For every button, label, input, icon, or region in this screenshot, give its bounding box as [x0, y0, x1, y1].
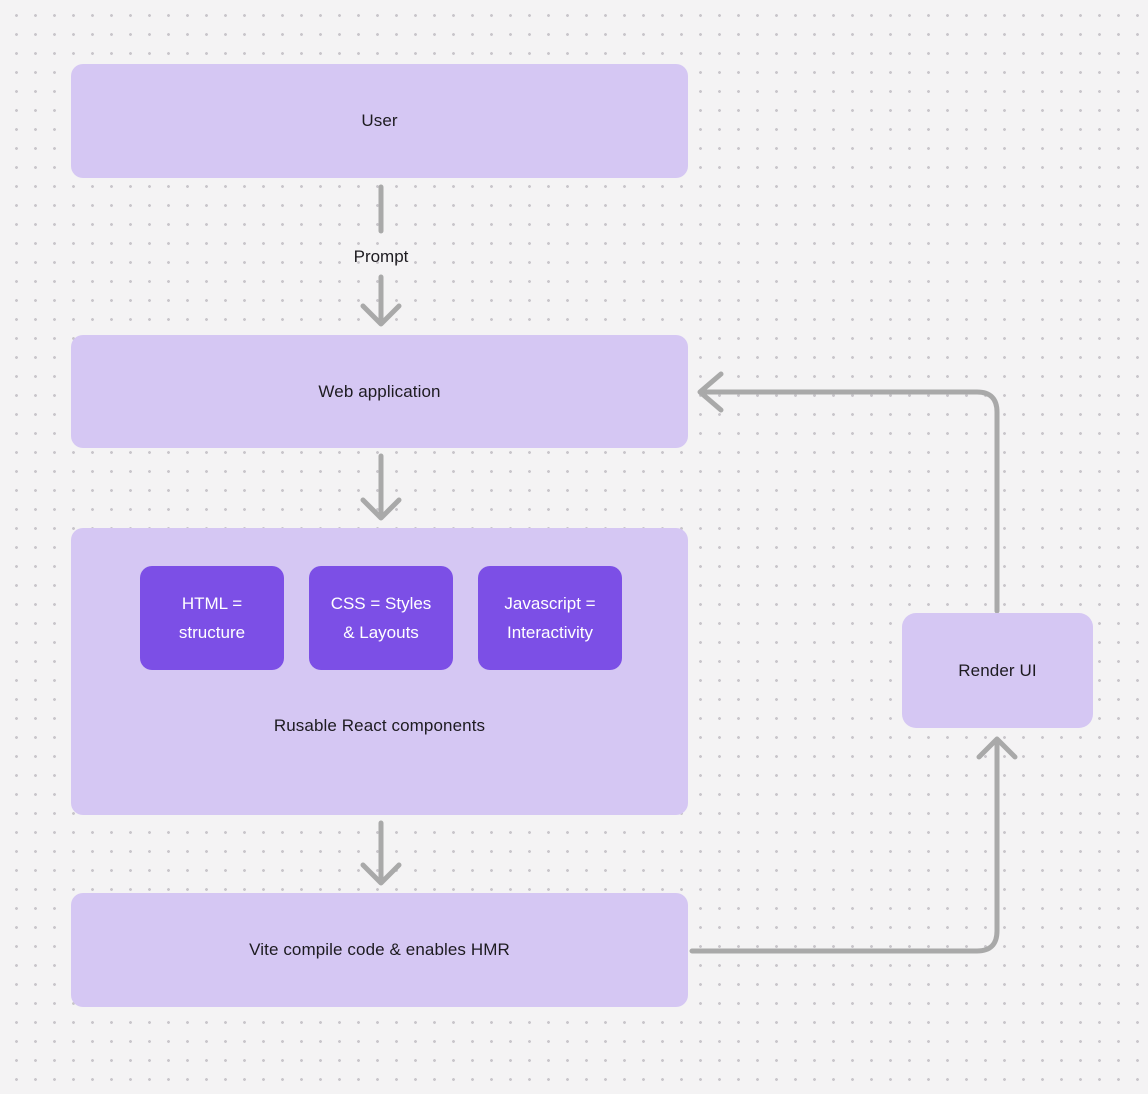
node-css[interactable]: CSS = Styles & Layouts [309, 566, 453, 670]
node-css-label: CSS = Styles & Layouts [330, 594, 432, 642]
arrow-vite-to-renderui-arrowhead-icon [976, 736, 1018, 760]
node-components-group-label: Rusable React components [273, 716, 486, 735]
node-web-application[interactable]: Web application [71, 335, 688, 448]
node-render-ui[interactable]: Render UI [902, 613, 1093, 728]
node-vite-label: Vite compile code & enables HMR [249, 940, 510, 959]
node-user[interactable]: User [71, 64, 688, 178]
node-user-label: User [361, 111, 398, 130]
node-html[interactable]: HTML = structure [140, 566, 284, 670]
node-components-group[interactable]: HTML = structure CSS = Styles & Layouts … [71, 528, 688, 815]
node-render-ui-label: Render UI [958, 660, 1037, 680]
node-javascript-label: Javascript = Interactivity [504, 594, 596, 642]
node-html-label: HTML = structure [178, 594, 246, 642]
node-vite[interactable]: Vite compile code & enables HMR [71, 893, 688, 1007]
node-web-application-label: Web application [318, 381, 441, 401]
arrow-renderui-to-webapp-line [700, 389, 1000, 614]
arrow-user-to-webapp-arrowhead-icon [360, 303, 402, 327]
arrow-vite-to-renderui-line [689, 739, 1000, 954]
node-javascript[interactable]: Javascript = Interactivity [478, 566, 622, 670]
arrow-components-to-vite-arrowhead-icon [360, 862, 402, 886]
arrow-renderui-to-webapp-arrowhead-icon [697, 371, 724, 413]
edge-label-prompt: Prompt [353, 247, 409, 266]
arrow-webapp-to-components-arrowhead-icon [360, 497, 402, 521]
